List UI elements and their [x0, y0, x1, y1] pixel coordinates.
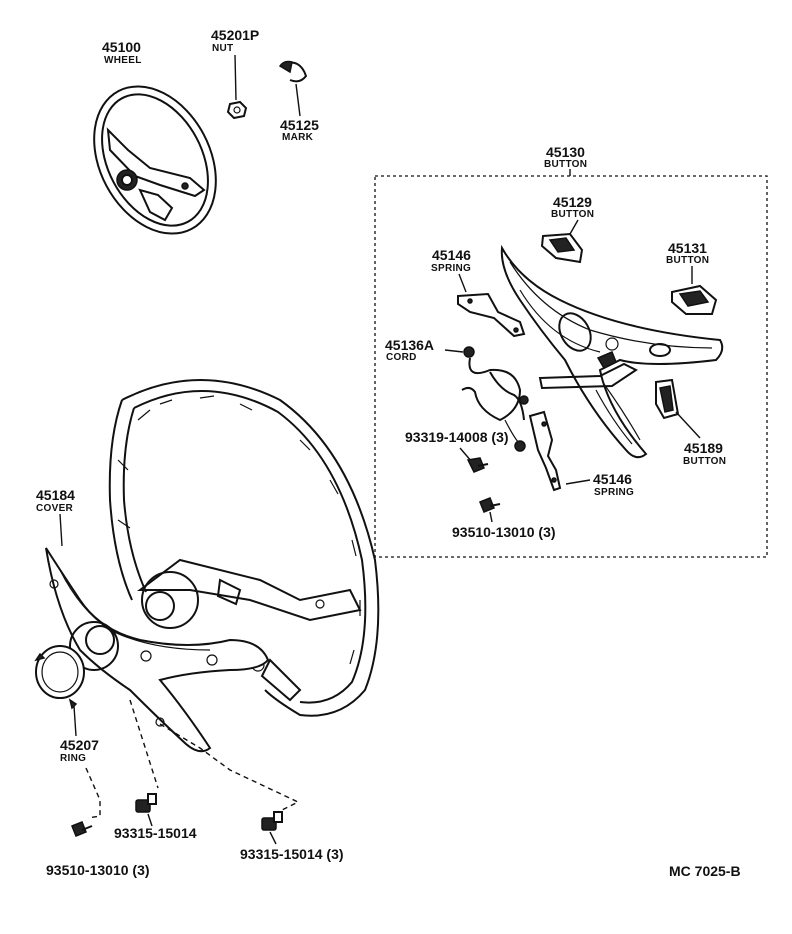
screw-93315-a-drawing — [135, 793, 157, 813]
nut-part-name: NUT — [212, 43, 233, 54]
cover-part-name: COVER — [36, 503, 74, 514]
mark-drawing — [278, 60, 308, 83]
screw-93315-a-number: 93315-15014 — [114, 825, 197, 841]
button-assy-part-number: 45130 — [546, 144, 585, 160]
ring-part-number: 45207 — [60, 737, 99, 753]
ring-part-name: RING — [60, 753, 86, 764]
button-assy-part-name: BUTTON — [544, 159, 587, 170]
button-45189-name: BUTTON — [683, 456, 726, 467]
spring-upper-number: 45146 — [432, 247, 471, 263]
spring-lower-number: 45146 — [593, 471, 632, 487]
button-45189-drawing — [655, 378, 680, 420]
button-assembly-box — [374, 175, 768, 558]
cord-part-name: CORD — [386, 352, 417, 363]
cord-drawing — [461, 346, 529, 452]
mark-part-number: 45125 — [280, 117, 319, 133]
screw-box-number: 93510-13010 (3) — [452, 524, 556, 540]
spring-lower-drawing — [528, 410, 562, 492]
cover-part-number: 45184 — [36, 487, 75, 503]
screw-93319-drawing — [466, 457, 489, 473]
screw-93319-number: 93319-14008 (3) — [405, 429, 509, 445]
nut-part-number: 45201P — [211, 27, 259, 43]
wheel-part-name: WHEEL — [104, 55, 142, 66]
nut-drawing — [226, 100, 248, 120]
mark-part-name: MARK — [282, 132, 314, 143]
ring-drawing — [34, 645, 85, 710]
screw-bottom-drawing — [71, 821, 93, 837]
button-45129-drawing — [540, 232, 584, 264]
cover-drawing — [45, 547, 270, 753]
button-45131-number: 45131 — [668, 240, 707, 256]
button-45131-drawing — [671, 284, 718, 315]
screw-93315-b-number: 93315-15014 (3) — [240, 846, 344, 862]
button-45189-number: 45189 — [684, 440, 723, 456]
screw-93315-b-drawing — [261, 811, 283, 831]
spring-lower-name: SPRING — [594, 487, 634, 498]
screw-box-drawing — [479, 497, 501, 513]
spring-upper-name: SPRING — [431, 263, 471, 274]
small-wheel-drawing — [93, 85, 217, 235]
screw-bottom-number: 93510-13010 (3) — [46, 862, 150, 878]
bracket-drawing — [538, 362, 638, 390]
wheel-part-number: 45100 — [102, 39, 141, 55]
horn-pad-drawing — [500, 244, 724, 459]
large-wheel-drawing — [108, 379, 380, 717]
cord-part-number: 45136A — [385, 337, 434, 353]
spring-upper-drawing — [457, 292, 526, 338]
button-45129-number: 45129 — [553, 194, 592, 210]
button-45131-name: BUTTON — [666, 255, 709, 266]
diagram-code: MC 7025-B — [669, 863, 741, 879]
button-45129-name: BUTTON — [551, 209, 594, 220]
